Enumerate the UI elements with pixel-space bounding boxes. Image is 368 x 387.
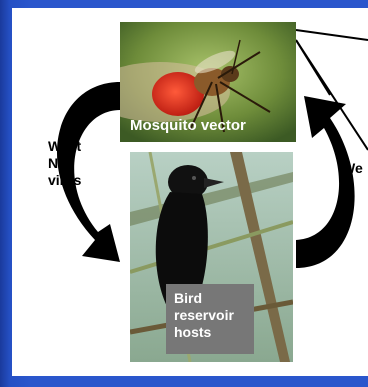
bird-caption: Bird reservoir hosts [174, 290, 234, 341]
mosquito-caption: Mosquito vector [130, 117, 246, 134]
mosquito-photo: Mosquito vector [120, 22, 296, 142]
left-cycle-label: West Nile virus [48, 138, 81, 189]
right-cycle-label: We [342, 160, 363, 177]
bird-photo: Bird reservoir hosts [130, 152, 293, 362]
right-cycle-arrow [296, 96, 355, 268]
connector-line-top [296, 30, 368, 40]
bird-caption-box: Bird reservoir hosts [166, 284, 254, 354]
